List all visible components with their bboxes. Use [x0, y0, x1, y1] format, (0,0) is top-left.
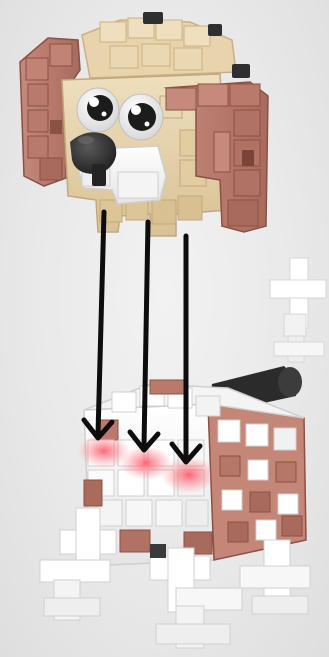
- down-arrow-icon: [127, 219, 161, 453]
- leg-joint-dark: [150, 544, 166, 558]
- tail: [269, 257, 327, 363]
- down-arrow-icon: [81, 209, 115, 441]
- front-right-foot: [149, 547, 243, 649]
- socket-highlight-middle: [120, 446, 172, 480]
- socket-highlight-left: [78, 434, 130, 468]
- head-top-blocks: [81, 12, 250, 79]
- down-arrow-icon: [169, 233, 203, 465]
- front-left-foot: [39, 507, 117, 621]
- left-eye: [76, 87, 120, 133]
- dog-head: [19, 12, 269, 237]
- right-ear: [163, 81, 269, 233]
- right-eye: [118, 93, 164, 141]
- back-right-foot: [239, 539, 311, 615]
- nose: [70, 132, 117, 186]
- assembly-arrows: [81, 209, 203, 465]
- socket-highlight-right: [161, 457, 217, 493]
- socket-highlights: [78, 434, 217, 493]
